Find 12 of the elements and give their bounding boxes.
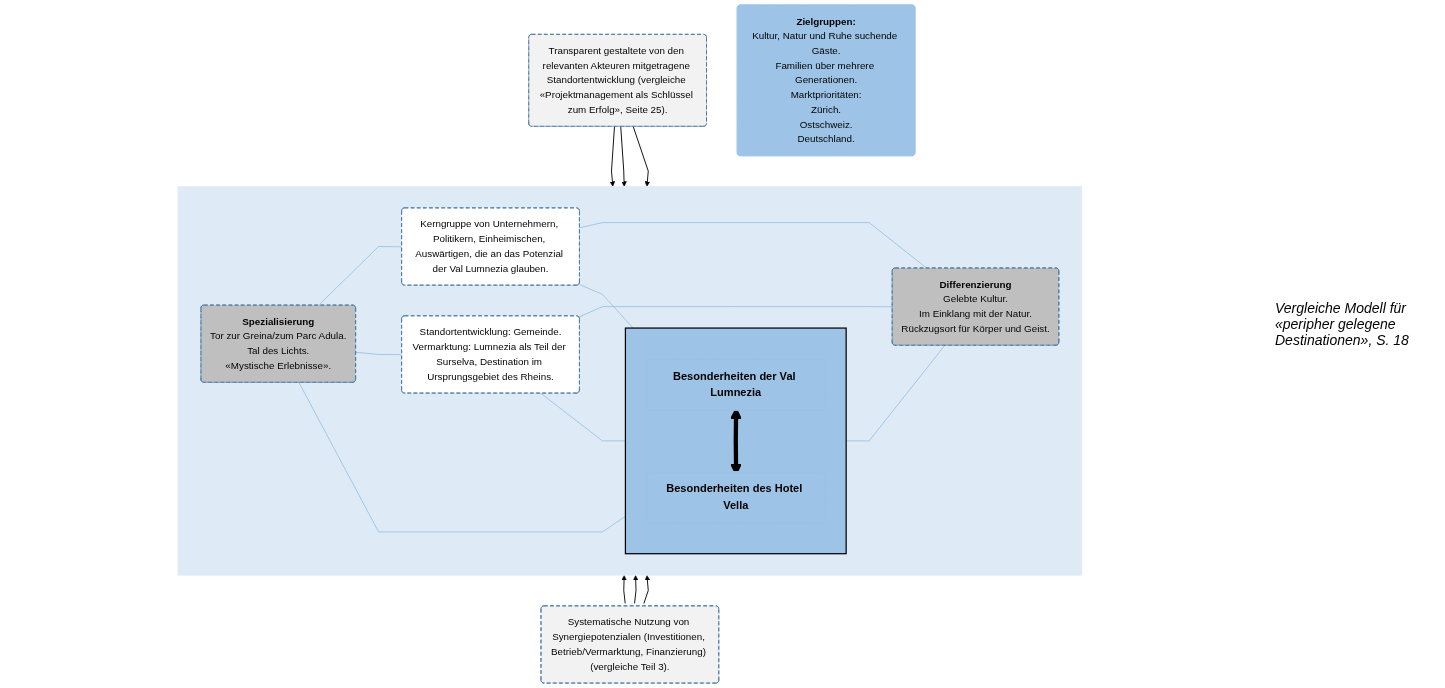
connector [579, 222, 928, 269]
cluster [624, 327, 847, 555]
connector [355, 351, 403, 356]
connector [578, 306, 893, 318]
note-text: Vergleiche Modell für «peripher gelegene Destinationen», S. 18 [1275, 300, 1410, 348]
cluster [177, 186, 1083, 576]
connector [540, 392, 626, 442]
node-text: Besonderheiten des Hotel Vella [666, 482, 803, 512]
connector [318, 246, 403, 306]
connector [579, 284, 634, 329]
connector [298, 381, 626, 533]
node-text: Besonderheiten der Val Lumnezia [673, 369, 796, 399]
